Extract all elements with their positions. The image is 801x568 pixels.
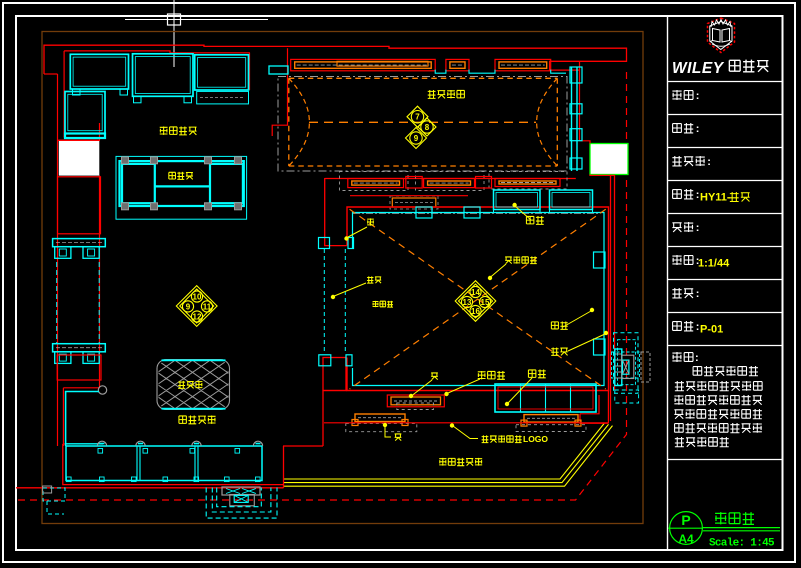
svg-text::: : xyxy=(696,123,700,135)
svg-text::: : xyxy=(696,255,700,267)
svg-text::: : xyxy=(695,352,699,364)
svg-text::: : xyxy=(707,156,711,168)
svg-text:14: 14 xyxy=(471,288,480,297)
svg-text:16: 16 xyxy=(471,307,480,316)
svg-text:12: 12 xyxy=(193,312,202,321)
svg-text:15: 15 xyxy=(481,298,490,307)
svg-text:10: 10 xyxy=(193,292,202,301)
svg-text:A4: A4 xyxy=(678,532,694,546)
svg-text:7: 7 xyxy=(415,113,420,122)
svg-text:13: 13 xyxy=(463,298,472,307)
svg-text:HY11-: HY11- xyxy=(700,192,731,204)
svg-text:Scale: 1:45: Scale: 1:45 xyxy=(709,538,775,550)
svg-text:9: 9 xyxy=(186,302,191,311)
svg-text::: : xyxy=(696,90,700,102)
svg-text::: : xyxy=(696,222,700,234)
svg-text:LOGO: LOGO xyxy=(523,434,548,444)
svg-text:8: 8 xyxy=(425,123,430,132)
svg-text::: : xyxy=(696,321,700,333)
svg-text:1:1/44: 1:1/44 xyxy=(698,258,730,270)
svg-text::: : xyxy=(696,189,700,201)
svg-text:P-01: P-01 xyxy=(700,324,723,336)
svg-text:WILEY: WILEY xyxy=(672,60,725,77)
svg-text:P: P xyxy=(681,512,690,528)
svg-text:11: 11 xyxy=(203,302,212,311)
svg-text:9: 9 xyxy=(414,134,419,143)
svg-text::: : xyxy=(696,288,700,300)
